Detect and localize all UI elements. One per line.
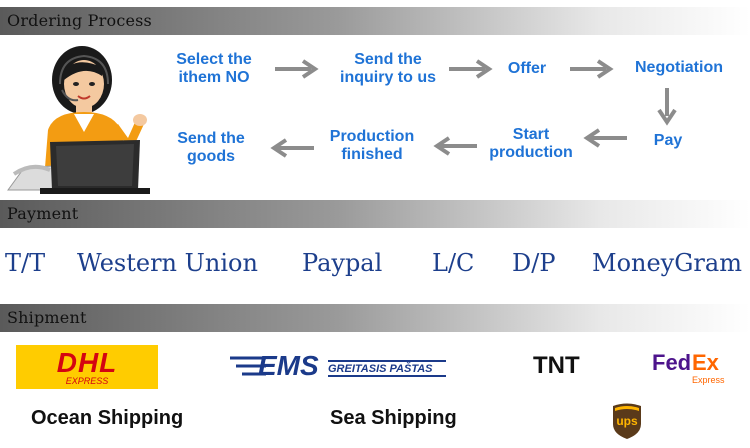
ups-logo-text: ups: [616, 414, 638, 428]
step-send-goods: Send the goods: [177, 130, 245, 165]
ordering-process-header: Ordering Process: [0, 7, 750, 35]
step-start-production: Start production: [489, 126, 573, 161]
payment-title: Payment: [7, 204, 79, 223]
fedex-fed-text: Fed: [652, 350, 692, 375]
ups-logo: ups: [611, 402, 643, 440]
arrow-left-icon: [270, 138, 314, 158]
ems-logo: EMS GREITASIS PAŠTAS: [228, 350, 446, 382]
dhl-logo-text: DHL: [56, 347, 118, 378]
ups-shield-icon: [613, 403, 641, 439]
step-send-inquiry: Send the inquiry to us: [340, 51, 436, 86]
step-offer: Offer: [507, 60, 547, 77]
ocean-shipping-label: Ocean Shipping: [31, 407, 184, 429]
shipment-title: Shipment: [7, 308, 87, 327]
step-negotiation: Negotiation: [635, 59, 723, 76]
payment-method-tt: T/T: [5, 249, 46, 277]
payment-method-paypal: Paypal: [302, 249, 383, 277]
arrow-down-icon: [657, 88, 677, 126]
tnt-logo: TNT: [533, 352, 580, 379]
ordering-process-title: Ordering Process: [7, 11, 152, 30]
ems-sub-text: GREITASIS PAŠTAS: [328, 360, 446, 377]
dhl-express-text: EXPRESS: [65, 376, 109, 386]
step-production-finished: Production finished: [329, 128, 415, 163]
payment-method-lc: L/C: [432, 249, 475, 277]
shipment-header: Shipment: [0, 304, 750, 332]
speed-lines-icon: [230, 356, 266, 376]
payment-method-moneygram: MoneyGram: [592, 249, 742, 277]
payment-method-western-union: Western Union: [77, 249, 258, 277]
fedex-logo: Fed Ex Express: [652, 350, 732, 390]
fedex-express-text: Express: [692, 375, 725, 385]
sea-shipping-label: Sea Shipping: [330, 407, 457, 429]
fedex-ex-text: Ex: [692, 350, 719, 375]
dhl-logo: DHL EXPRESS: [16, 345, 158, 389]
customer-service-illustration: [7, 46, 150, 194]
arrow-right-icon: [275, 59, 319, 79]
payment-method-dp: D/P: [512, 249, 556, 277]
step-select-item: Select the ithem NO: [176, 51, 252, 86]
arrow-left-icon: [433, 136, 477, 156]
payment-header: Payment: [0, 200, 750, 228]
ems-logo-text: EMS: [258, 350, 319, 381]
arrow-right-icon: [449, 59, 493, 79]
step-pay: Pay: [653, 132, 683, 149]
arrow-left-icon: [583, 128, 627, 148]
arrow-right-icon: [570, 59, 614, 79]
